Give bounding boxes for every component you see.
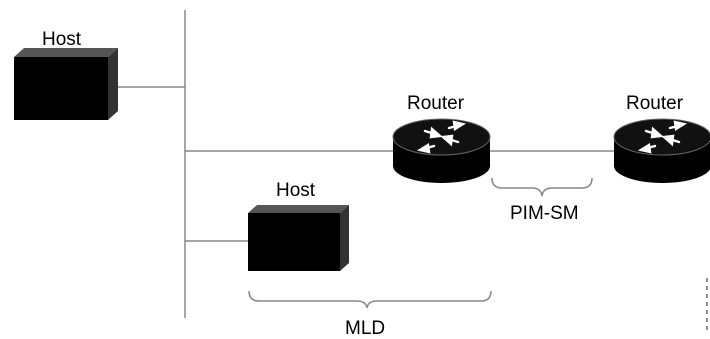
router-2: Router xyxy=(613,93,710,183)
router-1-arrows-icon xyxy=(416,120,467,154)
router-2-label: Router xyxy=(626,93,684,114)
host-2: Host xyxy=(248,180,349,271)
router-1: Router xyxy=(392,93,491,183)
host-2-label: Host xyxy=(276,180,316,201)
router-1-label: Router xyxy=(407,93,465,114)
pim-sm-label: PIM-SM xyxy=(510,203,579,224)
router-2-arrows-icon xyxy=(637,120,688,154)
mld-brace xyxy=(248,290,492,309)
pim-sm-brace xyxy=(491,177,593,197)
host-1-label: Host xyxy=(42,29,82,50)
mld-label: MLD xyxy=(345,318,385,339)
host-1: Host xyxy=(14,29,118,120)
